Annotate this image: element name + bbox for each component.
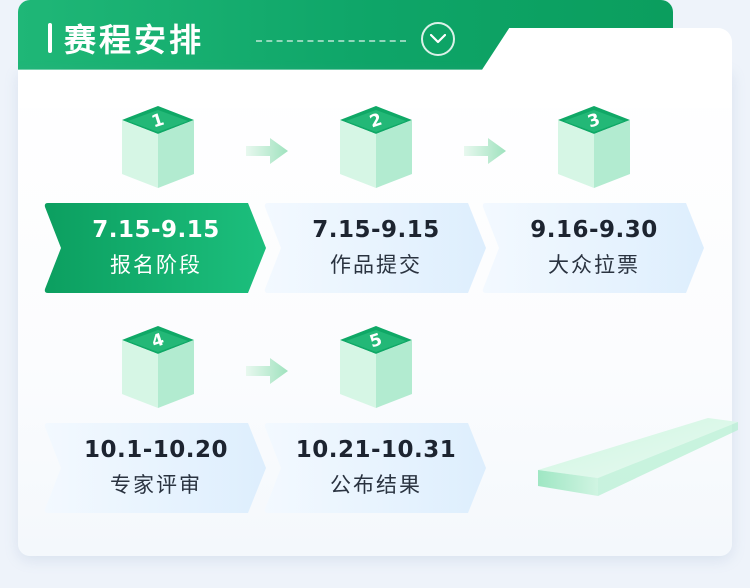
step-2-date: 7.15-9.15 [312, 217, 440, 243]
step-3-label: 大众拉票 [548, 253, 640, 277]
step-3-cube-icon: 3 [558, 106, 630, 188]
page-title: 赛程安排 [64, 21, 205, 59]
step-4-label: 专家评审 [110, 473, 202, 497]
arrow-right-icon [246, 358, 288, 384]
arrow-right-icon [464, 138, 506, 164]
step-3-chevron[interactable]: 9.16-9.30 大众拉票 [482, 203, 706, 293]
step-1-date: 7.15-9.15 [92, 217, 220, 243]
step-4-cube-icon: 4 [122, 326, 194, 408]
step-1-label: 报名阶段 [110, 253, 202, 277]
step-5-label: 公布结果 [330, 473, 422, 497]
step-2-cube-icon: 2 [340, 106, 412, 188]
arrow-right-icon [246, 138, 288, 164]
title-divider [256, 40, 406, 42]
step-1-chevron[interactable]: 7.15-9.15 报名阶段 [44, 203, 268, 293]
step-4-date: 10.1-10.20 [83, 437, 229, 463]
step-1-number: 1 [149, 110, 166, 133]
chevron-down-circle-icon[interactable] [421, 22, 455, 56]
schedule-panel: 赛程安排 1 2 [18, 0, 738, 556]
step-1-cube-icon: 1 [122, 106, 194, 188]
step-5-number: 5 [367, 330, 384, 353]
step-2-chevron[interactable]: 7.15-9.15 作品提交 [264, 203, 488, 293]
step-2-label: 作品提交 [330, 253, 422, 277]
step-5-date: 10.21-10.31 [295, 437, 457, 463]
step-5-chevron[interactable]: 10.21-10.31 公布结果 [264, 423, 488, 513]
title-accent-bar [48, 23, 52, 53]
step-5-cube-icon: 5 [340, 326, 412, 408]
step-3-date: 9.16-9.30 [530, 217, 658, 243]
step-2-number: 2 [367, 110, 384, 133]
decorative-plate [538, 418, 738, 496]
section-header: 赛程安排 [48, 16, 204, 60]
step-3-number: 3 [585, 110, 602, 133]
step-4-chevron[interactable]: 10.1-10.20 专家评审 [44, 423, 268, 513]
